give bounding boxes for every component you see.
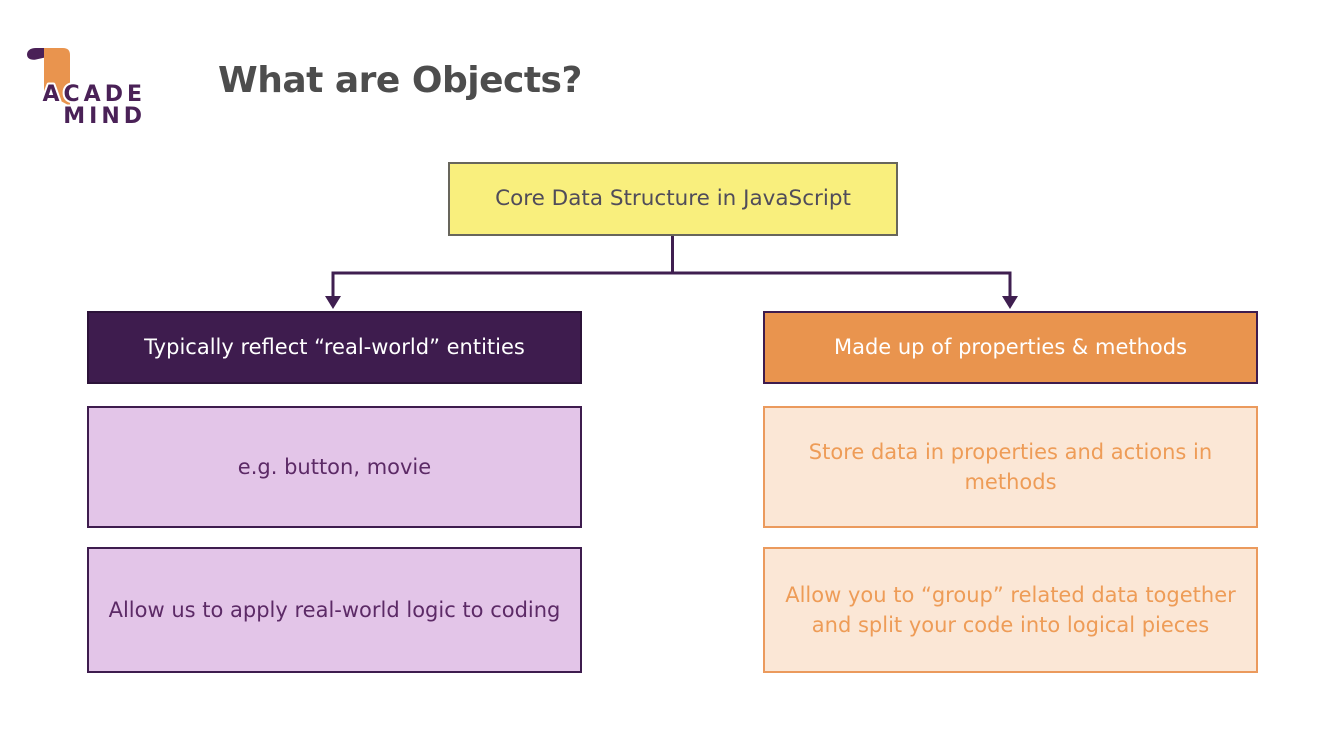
academind-logo: ACADE MIND [27, 48, 147, 131]
left-branch-item-2: Allow us to apply real-world logic to co… [87, 547, 582, 673]
right-branch-item-2: Allow you to “group” related data togeth… [763, 547, 1258, 673]
left-branch-item-1-label: e.g. button, movie [237, 454, 432, 479]
logo-curl-icon [27, 48, 45, 60]
logo-text-acade: ACADE [43, 82, 147, 107]
right-branch-item-2-label: Allow you to “group” related data togeth… [785, 582, 1236, 637]
logo-text-mind: MIND [63, 104, 146, 129]
right-branch-item-1-label: Store data in properties and actions in … [808, 439, 1213, 494]
root-node-label: Core Data Structure in JavaScript [495, 186, 851, 212]
right-branch-item-1: Store data in properties and actions in … [763, 406, 1258, 528]
right-arrow-down-icon [1002, 296, 1018, 309]
root-node: Core Data Structure in JavaScript [448, 162, 898, 236]
left-branch-header: Typically reflect “real-world” entities [87, 311, 582, 384]
logo-ribbon-icon [44, 48, 70, 106]
left-branch-header-label: Typically reflect “real-world” entities [144, 335, 525, 360]
left-branch-item-1: e.g. button, movie [87, 406, 582, 528]
left-branch-item-2-label: Allow us to apply real-world logic to co… [108, 597, 561, 622]
right-branch-header: Made up of properties & methods [763, 311, 1258, 384]
page-title: What are Objects? [218, 60, 582, 101]
right-branch-header-label: Made up of properties & methods [833, 335, 1188, 360]
left-arrow-down-icon [325, 296, 341, 309]
